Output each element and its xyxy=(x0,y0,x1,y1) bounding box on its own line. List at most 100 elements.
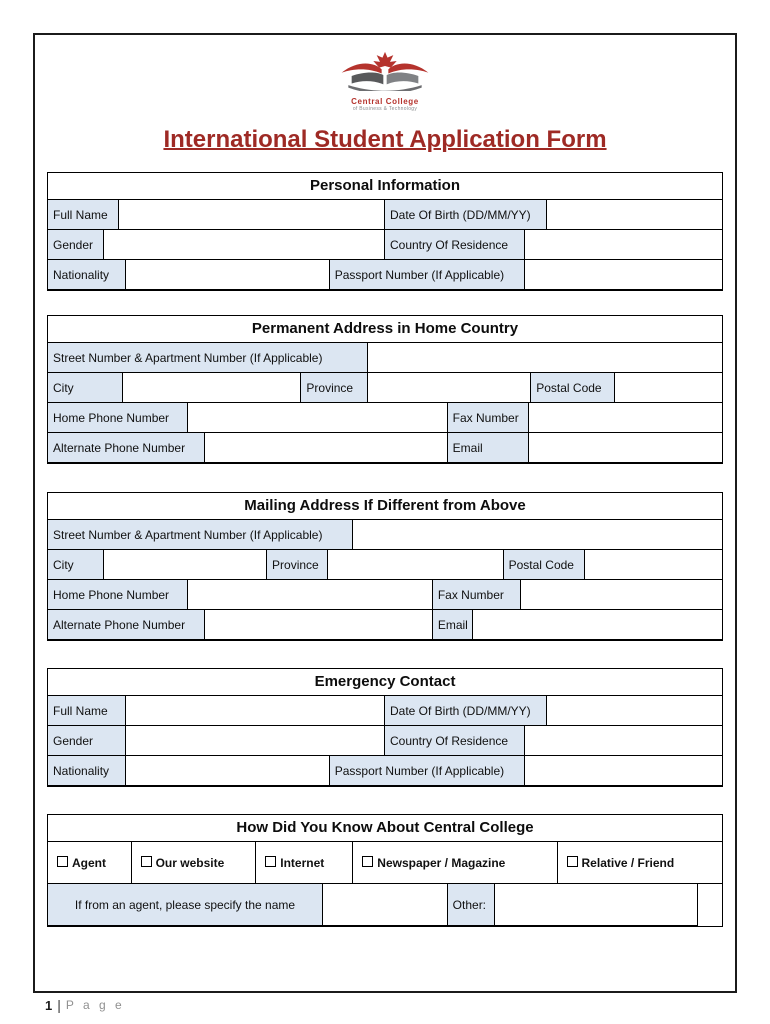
permanent-city-label-text: City xyxy=(53,380,74,395)
personal-date-of-birth-label-text: Date Of Birth (DD/MM/YY) xyxy=(389,207,531,222)
personal-information-row-2: Gender Country Of Residence xyxy=(48,230,722,260)
personal-full-name-field[interactable] xyxy=(118,200,385,230)
agent-checkbox[interactable] xyxy=(57,856,68,867)
permanent-address-row-2: City Province Postal Code xyxy=(48,373,722,403)
relative-friend-option[interactable]: Relative / Friend xyxy=(557,842,722,884)
mailing-home-phone-label: Home Phone Number xyxy=(48,580,188,610)
permanent-postal-code-label-text: Postal Code xyxy=(536,380,602,395)
emergency-date-of-birth-field[interactable] xyxy=(546,696,722,726)
personal-passport-number-label: Passport Number (If Applicable) xyxy=(329,260,525,290)
emergency-passport-number-label-text: Passport Number (If Applicable) xyxy=(334,763,505,778)
mailing-alternate-phone-field[interactable] xyxy=(205,610,433,640)
emergency-contact-row-3: Nationality Passport Number (If Applicabl… xyxy=(48,756,722,786)
emergency-gender-field[interactable] xyxy=(125,726,385,756)
personal-date-of-birth-label: Date Of Birth (DD/MM/YY) xyxy=(384,200,547,230)
mailing-email-label-text: Email xyxy=(437,617,468,632)
personal-nationality-field[interactable] xyxy=(125,260,330,290)
relative-friend-checkbox[interactable] xyxy=(566,856,578,867)
personal-nationality-label-text: Nationality xyxy=(53,267,110,282)
emergency-passport-number-field[interactable] xyxy=(524,756,722,786)
newspaper-magazine-option[interactable]: Newspaper / Magazine xyxy=(353,842,558,884)
mailing-province-field[interactable] xyxy=(327,550,504,580)
emergency-passport-number-label: Passport Number (If Applicable) xyxy=(329,756,525,786)
our-website-option[interactable]: Our website xyxy=(131,842,257,884)
emergency-nationality-field[interactable] xyxy=(125,756,330,786)
personal-information-header: Personal Information xyxy=(48,173,722,200)
mailing-fax-number-label: Fax Number xyxy=(432,580,522,610)
mailing-fax-number-label-text: Fax Number xyxy=(437,587,504,602)
emergency-country-of-residence-label: Country Of Residence xyxy=(384,726,525,756)
page-title: International Student Application Form xyxy=(163,126,607,153)
newspaper-magazine-checkbox[interactable] xyxy=(362,856,374,867)
personal-date-of-birth-field[interactable] xyxy=(546,200,722,230)
permanent-home-phone-label-text: Home Phone Number xyxy=(53,410,170,425)
emergency-country-of-residence-field[interactable] xyxy=(524,726,722,756)
personal-passport-number-label-text: Passport Number (If Applicable) xyxy=(334,267,505,282)
internet-checkbox[interactable] xyxy=(265,856,277,867)
how-did-you-know-row-2: If from an agent, please specify the nam… xyxy=(48,884,722,926)
permanent-province-label-text: Province xyxy=(306,380,354,395)
personal-gender-label: Gender xyxy=(48,230,104,260)
emergency-contact-header: Emergency Contact xyxy=(48,669,722,696)
personal-full-name-label-text: Full Name xyxy=(53,207,108,222)
personal-gender-field[interactable] xyxy=(103,230,385,260)
personal-passport-number-field[interactable] xyxy=(524,260,722,290)
maple-leaf-book-icon xyxy=(341,51,429,94)
personal-nationality-label: Nationality xyxy=(48,260,126,290)
permanent-address-header: Permanent Address in Home Country xyxy=(48,316,722,343)
mailing-city-label: City xyxy=(48,550,104,580)
personal-full-name-label: Full Name xyxy=(48,200,119,230)
mailing-postal-code-field[interactable] xyxy=(585,550,722,580)
college-logo: Central College of Business & Technology xyxy=(330,51,440,112)
agent-option-label: Agent xyxy=(72,855,106,870)
logo-college-name: Central College xyxy=(351,97,419,106)
permanent-fax-number-field[interactable] xyxy=(529,403,722,433)
emergency-gender-label: Gender xyxy=(48,726,126,756)
permanent-street-number-label: Street Number & Apartment Number (If App… xyxy=(48,343,369,373)
permanent-address-row-1: Street Number & Apartment Number (If App… xyxy=(48,343,722,373)
emergency-contact-row-1: Full Name Date Of Birth (DD/MM/YY) xyxy=(48,696,722,726)
mailing-fax-number-field[interactable] xyxy=(521,580,722,610)
our-website-checkbox[interactable] xyxy=(140,856,152,867)
page-number: 1 xyxy=(45,997,53,1013)
document-page: Central College of Business & Technology… xyxy=(33,33,737,993)
permanent-street-number-field[interactable] xyxy=(368,343,722,373)
permanent-home-phone-field[interactable] xyxy=(187,403,448,433)
permanent-postal-code-label: Postal Code xyxy=(531,373,616,403)
mailing-province-label: Province xyxy=(267,550,328,580)
emergency-country-of-residence-label-text: Country Of Residence xyxy=(389,733,509,748)
internet-option[interactable]: Internet xyxy=(256,842,354,884)
mailing-street-number-label: Street Number & Apartment Number (If App… xyxy=(48,520,354,550)
mailing-street-number-field[interactable] xyxy=(353,520,722,550)
agent-option[interactable]: Agent xyxy=(48,842,132,884)
permanent-alternate-phone-field[interactable] xyxy=(205,433,448,463)
page-footer: 1 | P a g e xyxy=(45,997,125,1013)
personal-information-row-3: Nationality Passport Number (If Applicabl… xyxy=(48,260,722,290)
permanent-city-field[interactable] xyxy=(123,373,302,403)
mailing-email-field[interactable] xyxy=(473,610,722,640)
emergency-nationality-label-text: Nationality xyxy=(53,763,110,778)
emergency-gender-label-text: Gender xyxy=(53,733,94,748)
personal-country-of-residence-label: Country Of Residence xyxy=(384,230,525,260)
emergency-nationality-label: Nationality xyxy=(48,756,126,786)
mailing-city-field[interactable] xyxy=(103,550,268,580)
permanent-postal-code-field[interactable] xyxy=(615,373,722,403)
permanent-email-field[interactable] xyxy=(529,433,722,463)
agent-name-label-text: If from an agent, please specify the nam… xyxy=(74,897,296,912)
logo-college-subtitle: of Business & Technology xyxy=(352,106,418,112)
emergency-date-of-birth-label: Date Of Birth (DD/MM/YY) xyxy=(384,696,547,726)
emergency-full-name-label: Full Name xyxy=(48,696,126,726)
mailing-home-phone-field[interactable] xyxy=(187,580,433,610)
agent-name-field[interactable] xyxy=(322,884,448,926)
other-field[interactable] xyxy=(494,884,699,926)
relative-friend-option-label: Relative / Friend xyxy=(581,855,675,870)
permanent-province-field[interactable] xyxy=(368,373,532,403)
personal-country-of-residence-field[interactable] xyxy=(524,230,722,260)
emergency-full-name-field[interactable] xyxy=(125,696,385,726)
personal-information-row-1: Full Name Date Of Birth (DD/MM/YY) xyxy=(48,200,722,230)
